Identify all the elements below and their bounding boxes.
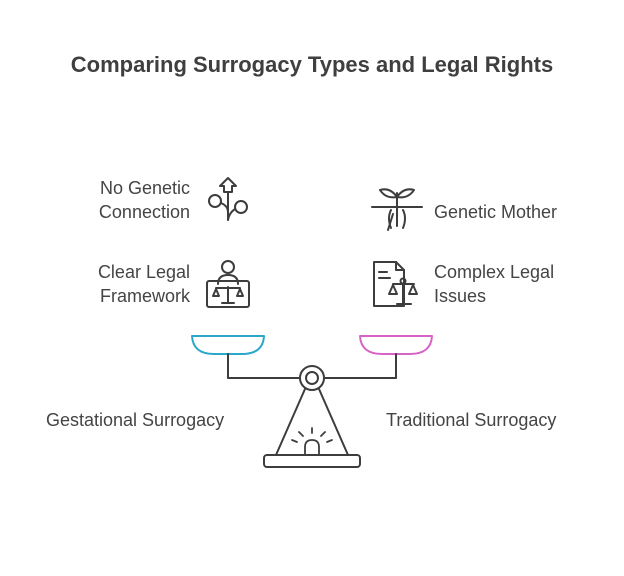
left-item-1-line2: Connection [98,202,190,222]
traditional-label: Traditional Surrogacy [386,410,557,430]
document-scales-icon [373,261,418,307]
scale-base [263,454,361,468]
left-item-2-line1: Clear Legal [97,262,190,282]
right-item-2-line1: Complex Legal [434,262,555,282]
left-item-2-label: Clear Legal Framework [98,260,190,308]
person-scales-icon [206,260,250,308]
right-item-2-label: Complex Legal Issues [434,260,554,308]
seedling-arrow-icon [208,177,248,221]
scale-beam [227,353,397,379]
right-item-1-label: Genetic Mother [434,200,557,224]
scale-pivot-inner [305,371,319,385]
balance-light-icon [291,427,333,456]
scale-stand [275,388,349,456]
right-item-1-line1: Genetic Mother [434,202,558,222]
left-item-1-line1: No Genetic [99,178,190,198]
gestational-label: Gestational Surrogacy [46,410,225,430]
diagram-title: Comparing Surrogacy Types and Legal Righ… [70,52,554,77]
left-item-1-label: No Genetic Connection [99,176,190,224]
left-pan [191,335,265,355]
sprout-roots-icon [371,188,423,231]
right-pan [359,335,433,355]
left-item-2-line2: Framework [99,286,190,306]
right-item-2-line2: Issues [434,286,487,306]
scale-pivot [299,365,325,391]
